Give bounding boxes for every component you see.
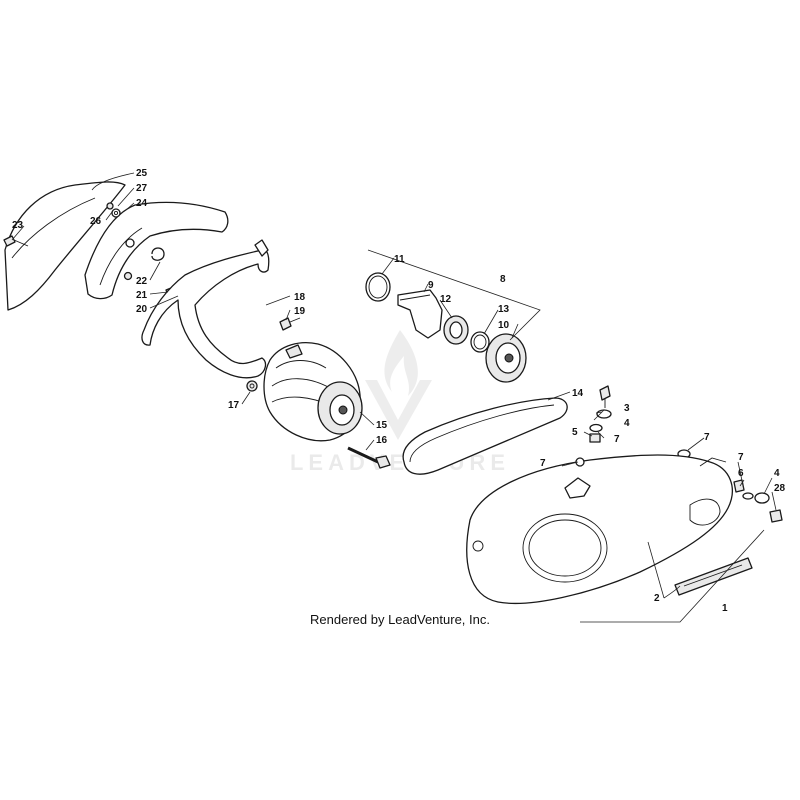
callout-5: 5 <box>572 427 578 438</box>
callout-17: 17 <box>228 400 240 411</box>
callout-7-right: 7 <box>738 452 744 463</box>
callout-7-upper: 7 <box>614 434 620 445</box>
callout-24: 24 <box>136 198 148 209</box>
callout-8: 8 <box>500 274 506 285</box>
leader-lines <box>11 172 777 623</box>
part-9-shaft <box>397 289 443 339</box>
callout-4-upper: 4 <box>624 418 630 429</box>
callout-15: 15 <box>376 420 388 431</box>
part-5-spacer <box>589 433 601 443</box>
part-25-upper-cover <box>4 181 126 311</box>
callout-1: 1 <box>722 603 728 614</box>
callout-11: 11 <box>394 254 405 265</box>
callout-23: 23 <box>12 220 24 231</box>
callout-16: 16 <box>376 435 388 446</box>
part-10-pulley <box>485 333 527 383</box>
callout-7-right-top: 7 <box>704 432 710 443</box>
callout-19: 19 <box>294 306 306 317</box>
part-24-bracket <box>84 201 229 300</box>
part-12-impeller <box>443 315 469 345</box>
part-19-bolt <box>279 317 301 331</box>
callout-4-right: 4 <box>774 468 780 479</box>
render-credit: Rendered by LeadVenture, Inc. <box>310 612 490 627</box>
part-11-o-ring <box>365 272 391 302</box>
callout-25: 25 <box>136 168 148 179</box>
part-15-alternator <box>263 342 363 442</box>
part-17-nut <box>246 380 258 392</box>
part-7-washer-right <box>742 492 754 500</box>
callout-21: 21 <box>136 290 148 301</box>
callout-7-cover: 7 <box>540 458 546 469</box>
callout-13: 13 <box>498 304 510 315</box>
watermark-v-logo <box>365 380 432 440</box>
part-4-washer-right <box>754 492 770 504</box>
callout-27: 27 <box>136 183 148 194</box>
callout-14: 14 <box>572 388 584 399</box>
callouts: 25 27 24 23 26 22 21 20 18 19 11 9 12 13… <box>12 168 786 614</box>
part-26-screw <box>106 202 114 210</box>
callout-2: 2 <box>654 593 660 604</box>
part-1-belt-cover <box>466 454 733 605</box>
part-3-bolt <box>599 385 611 408</box>
part-28-bolt <box>769 509 783 523</box>
part-18-mounting-bracket <box>141 239 270 379</box>
callout-28: 28 <box>774 483 786 494</box>
part-2-label <box>674 557 753 596</box>
callout-22: 22 <box>136 276 148 287</box>
callout-10: 10 <box>498 320 510 331</box>
part-22-clip <box>151 247 165 261</box>
watermark-flame-logo <box>384 330 418 396</box>
callout-12: 12 <box>440 294 452 305</box>
callout-9: 9 <box>428 280 434 291</box>
part-13-seal-ring <box>470 331 490 353</box>
part-7-washer-upper <box>589 423 603 433</box>
callout-3: 3 <box>624 403 630 414</box>
part-23-screw <box>3 235 29 247</box>
callout-18: 18 <box>294 292 306 303</box>
part-27-nut <box>111 208 121 218</box>
callout-26: 26 <box>90 216 102 227</box>
part-16-bolt <box>347 446 391 469</box>
callout-20: 20 <box>136 304 148 315</box>
part-22-nut <box>123 271 133 281</box>
group-8-bracket-line <box>367 249 541 341</box>
callout-6: 6 <box>738 468 744 479</box>
part-4-washer <box>596 409 612 419</box>
part-14-drive-belt <box>402 397 568 475</box>
